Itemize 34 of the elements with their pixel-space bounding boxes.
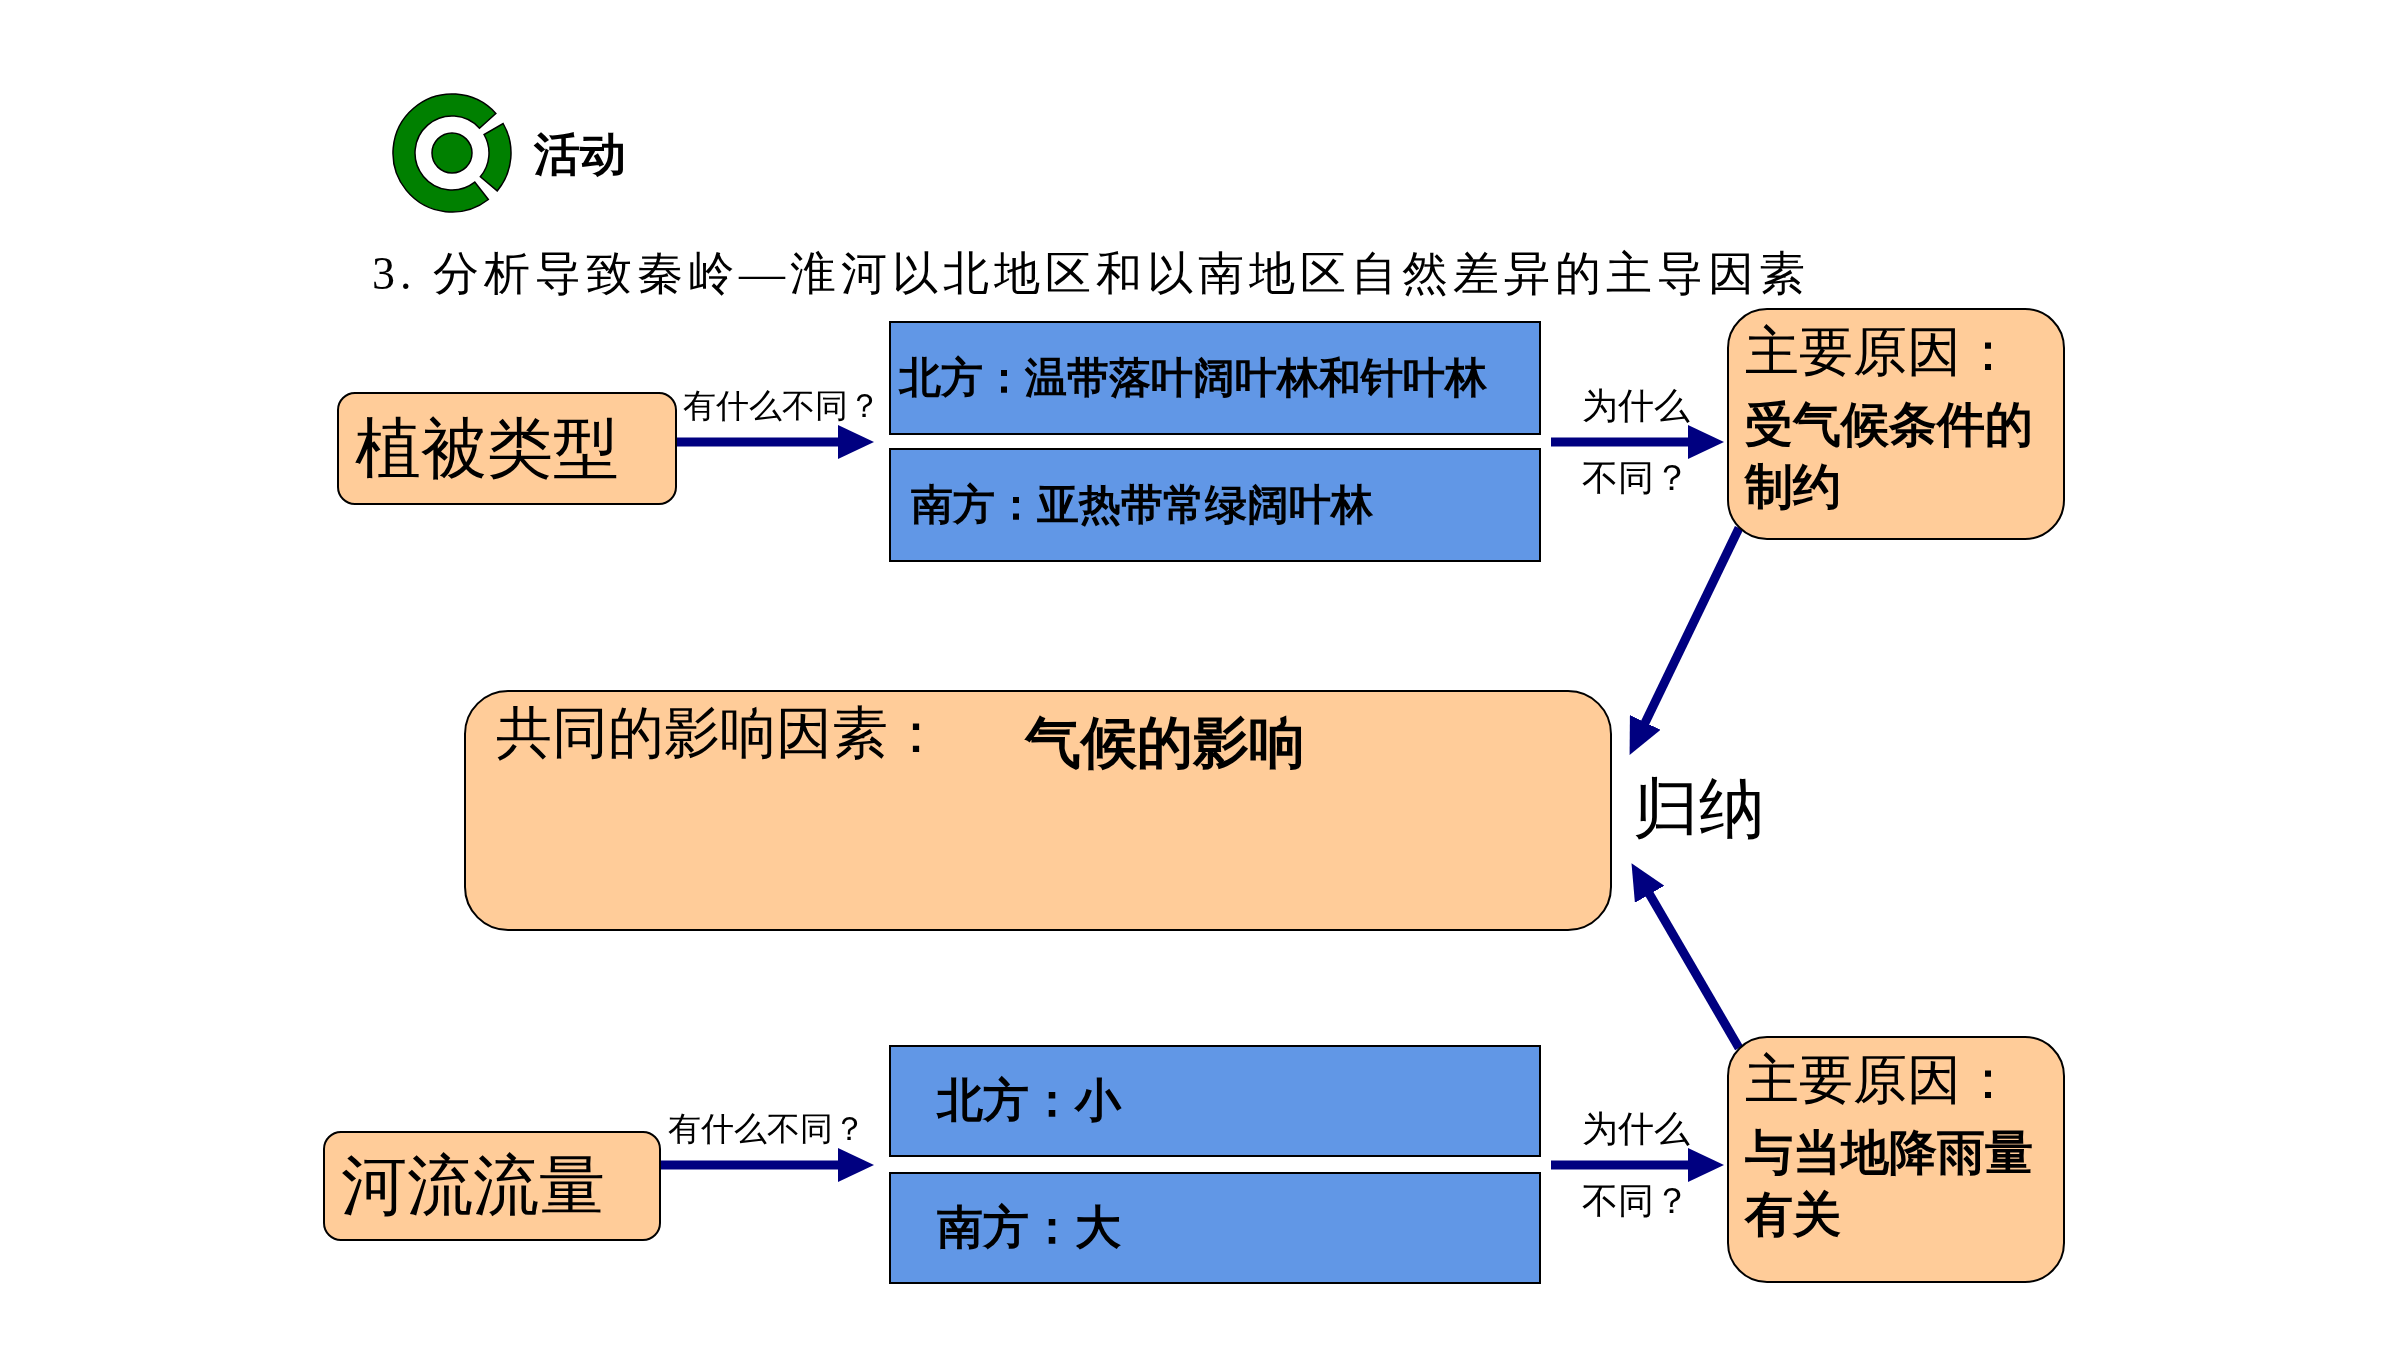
arrow (1551, 425, 1724, 459)
node-text: 归纳 (1628, 754, 1778, 864)
reason-box (1727, 308, 2065, 540)
edge-label: 有什么不同？ (668, 1110, 866, 1149)
box-text: 南方：亚热带常绿阔叶林 (911, 481, 1373, 530)
category-box (323, 1131, 661, 1241)
arrow (661, 1148, 874, 1182)
text-box (889, 448, 1541, 562)
arrow (1629, 526, 1744, 755)
box-text: 北方：温带落叶阔叶林和针叶林 (899, 354, 1487, 403)
box-text: 北方：小 (937, 1074, 1121, 1128)
arrow (677, 425, 874, 459)
box-text: 河流流量 (341, 1148, 605, 1224)
box-text: 气候的影响 (1025, 711, 1305, 776)
summary-box (464, 690, 1612, 931)
edge-label: 有什么不同？ (683, 387, 881, 426)
box-text: 与当地降雨量有关 (1745, 1125, 2034, 1243)
edge-label: 为什么不同？ (1582, 385, 1691, 500)
category-box (337, 392, 677, 505)
question-text: 3. 分析导致秦岭—淮河以北地区和以南地区自然差异的主导因素 (372, 247, 1810, 301)
reason-box (1727, 1036, 2065, 1283)
section-heading: 活动 (534, 127, 626, 182)
text-box (889, 1045, 1541, 1157)
edge-label: 为什么不同？ (1582, 1108, 1691, 1223)
box-heading: 主要原因： (1745, 1049, 2015, 1112)
box-heading: 共同的影响因素： (496, 701, 944, 766)
box-text: 受气候条件的制约 (1745, 397, 2034, 515)
text-box (889, 321, 1541, 435)
text-box (889, 1172, 1541, 1284)
arrow (1631, 863, 1743, 1051)
box-heading: 主要原因： (1745, 321, 2015, 384)
box-text: 南方：大 (937, 1201, 1121, 1255)
arrow (1551, 1148, 1724, 1182)
box-text: 植被类型 (355, 411, 619, 487)
